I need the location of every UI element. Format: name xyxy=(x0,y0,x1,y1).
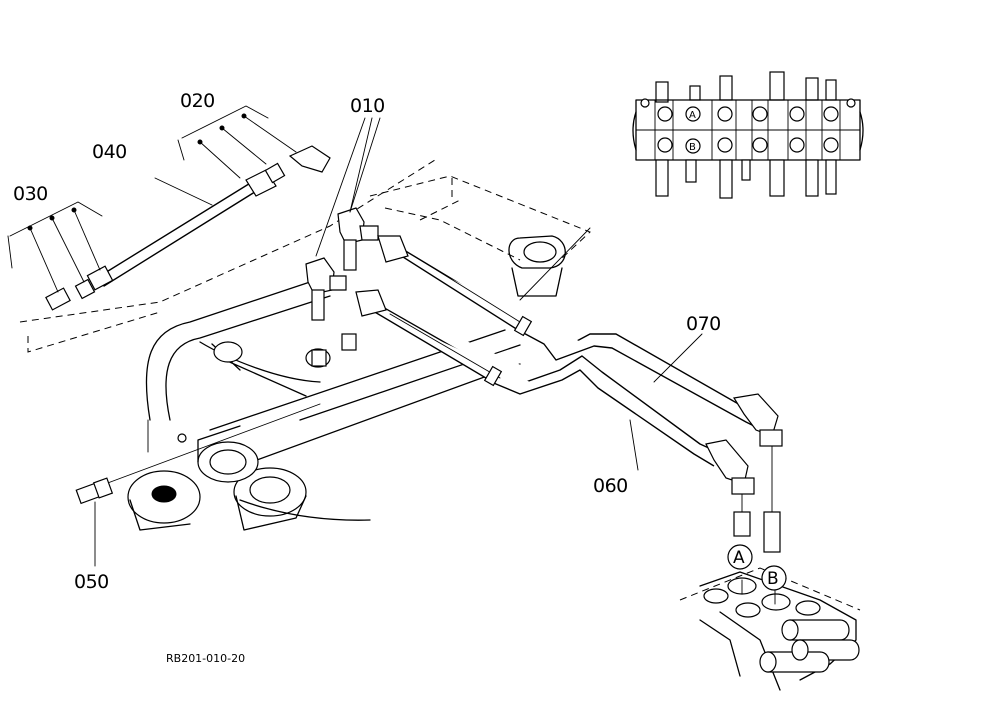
boom-cylinder-body xyxy=(104,227,591,531)
machine-frame-outline xyxy=(19,159,591,353)
control-valve-inset: A B xyxy=(632,71,864,199)
hose-assemblies xyxy=(355,235,783,553)
part-label-020: 020 xyxy=(180,90,215,112)
part-label-060: 060 xyxy=(593,475,628,497)
fitting-050 xyxy=(75,477,114,567)
part-label-070: 070 xyxy=(686,313,721,335)
port-b-label: B xyxy=(767,569,779,589)
fittings-030 xyxy=(7,201,114,311)
part-label-050: 050 xyxy=(74,571,109,593)
port-b-marker: B xyxy=(761,565,787,591)
part-label-010: 010 xyxy=(350,95,385,117)
port-a-marker: A xyxy=(727,544,753,570)
part-label-030: 030 xyxy=(13,183,48,205)
inset-port-b-label: B xyxy=(689,142,696,153)
drawing-code: RB201-010-20 xyxy=(166,652,245,665)
control-valve-block xyxy=(679,567,861,691)
elbow-fittings-010 xyxy=(305,117,381,367)
fittings-020 xyxy=(177,105,331,197)
inset-port-a-label: A xyxy=(689,110,696,121)
left-hose-040 xyxy=(99,177,259,287)
part-label-040: 040 xyxy=(92,141,127,163)
port-a-label: A xyxy=(733,548,745,568)
